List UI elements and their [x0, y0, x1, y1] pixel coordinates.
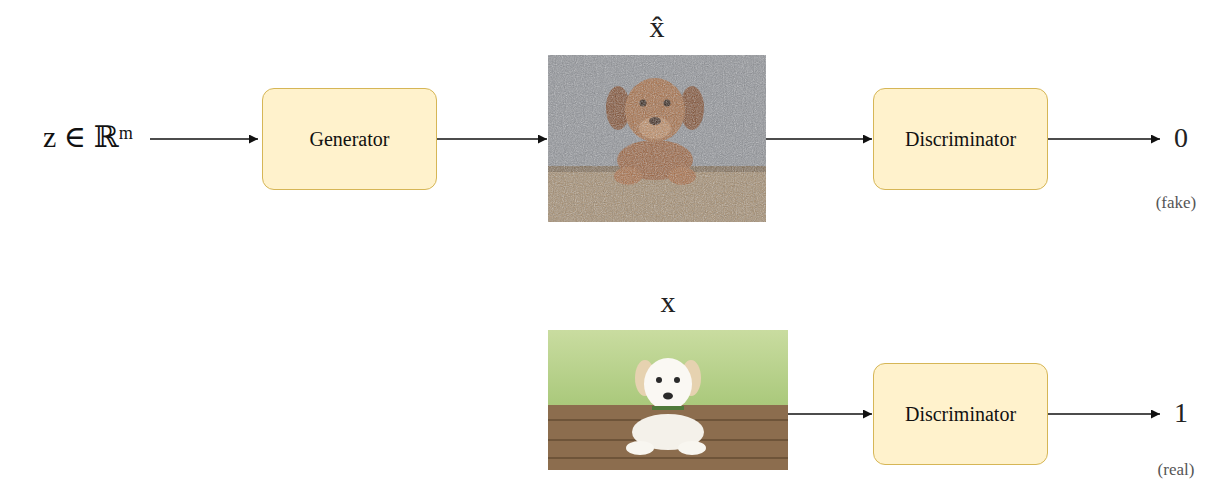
- flow-arrow: [788, 413, 872, 415]
- image-frame: x̂: [548, 55, 766, 222]
- input-arrow: [150, 138, 258, 140]
- flow-arrow: [437, 138, 547, 140]
- output-arrow: [1048, 413, 1160, 415]
- fake-dog-image: [548, 55, 766, 222]
- output-value: 0: [1174, 121, 1188, 155]
- output-arrow: [1048, 138, 1160, 140]
- output-caption: (real): [1158, 460, 1195, 480]
- real-dog-image: [548, 330, 788, 470]
- box-label: Discriminator: [905, 403, 1016, 426]
- output-value: 1: [1174, 396, 1188, 430]
- image-label: x̂: [650, 9, 665, 45]
- box-label: Generator: [310, 128, 390, 151]
- input-vector-label: z ∈ ℝᵐ: [43, 119, 133, 155]
- process-box: Discriminator: [873, 363, 1048, 465]
- image-frame: x: [548, 330, 788, 470]
- process-box: Generator: [262, 88, 437, 190]
- flow-arrow: [766, 138, 872, 140]
- box-label: Discriminator: [905, 128, 1016, 151]
- process-box: Discriminator: [873, 88, 1048, 190]
- image-label: x: [661, 284, 676, 320]
- output-caption: (fake): [1156, 193, 1197, 213]
